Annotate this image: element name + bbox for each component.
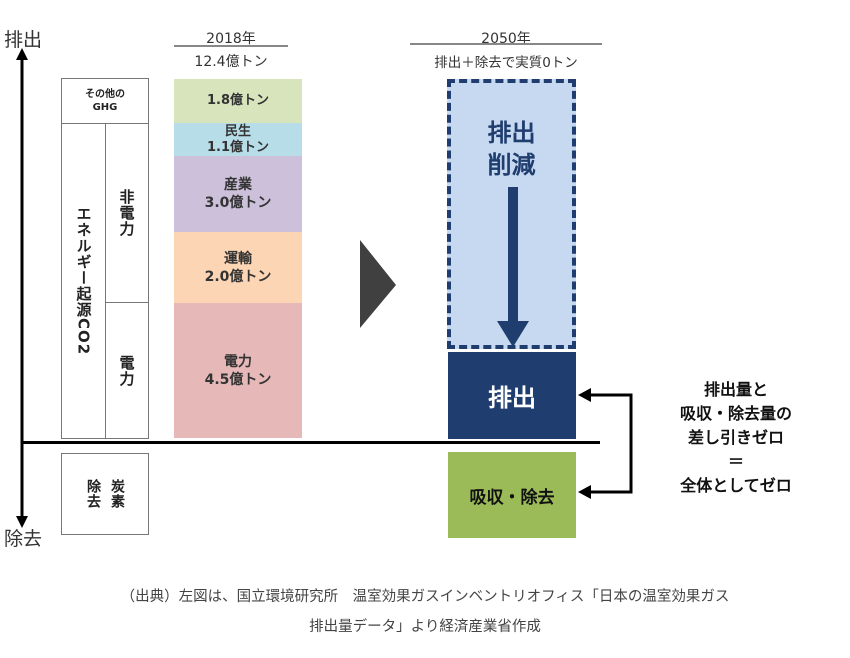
explanation-line: 排出量と (703, 380, 768, 399)
segment-name-label: 産業 (224, 177, 252, 193)
other-ghg-box: その他の GHG (61, 78, 149, 124)
reduction-label-2: 削減 (487, 151, 536, 179)
vertical-axis-arrow (16, 48, 28, 528)
axis-label-emission: 排出 (4, 29, 43, 51)
reduction-label-1: 排出 (487, 119, 536, 147)
segment-value-label: 4.5億トン (204, 371, 272, 388)
segment-value-label: 2.0億トン (204, 268, 272, 285)
header-divider (410, 43, 602, 45)
segment-power: 電力 4.5億トン (174, 303, 302, 438)
transition-arrow-icon (360, 240, 396, 328)
year-2050-label: 2050年 (481, 31, 531, 47)
segment-value-label: 1.8億トン (206, 93, 270, 108)
header-divider (174, 45, 288, 47)
segment-value-label: 1.1億トン (206, 139, 270, 155)
segment-other-ghg: 1.8億トン (174, 79, 302, 123)
explanation-line: ＝ (727, 452, 744, 471)
removal-box: 吸収・除去 (448, 452, 576, 538)
emission-label: 排出 (488, 384, 536, 412)
emission-box: 排出 (448, 352, 576, 439)
bracket-arrow-icon (578, 388, 633, 499)
removal-label: 吸収・除去 (469, 487, 555, 508)
segment-residential: 民生 1.1億トン (174, 123, 302, 156)
other-ghg-label-2: GHG (92, 102, 118, 113)
carbon-removal-label-2: 除去 (85, 479, 101, 509)
down-arrow-icon (497, 187, 529, 347)
segment-name-label: 運輸 (224, 250, 252, 267)
carbon-removal-label-1: 炭素 (109, 479, 125, 509)
power-label: 電力 (117, 354, 136, 387)
caption-line: 排出量データ」より経済産業省作成 (309, 619, 541, 635)
segment-name-label: 電力 (224, 353, 252, 370)
explanation-line: 差し引きゼロ (687, 428, 784, 447)
segment-industry: 産業 3.0億トン (174, 156, 302, 232)
segment-name-label: 民生 (224, 123, 251, 139)
energy-co2-box: エネルギー起源CO2 (61, 123, 107, 439)
zero-baseline (22, 441, 600, 444)
segment-transport: 運輸 2.0億トン (174, 232, 302, 303)
non-power-box: 非電力 (105, 123, 149, 303)
power-box: 電力 (105, 302, 149, 439)
explanation-line: 全体としてゼロ (680, 476, 792, 495)
source-caption: （出典）左図は、国立環境研究所 温室効果ガスインベントリオフィス「日本の温室効果… (0, 582, 850, 642)
total-2018-label: 12.4億トン (194, 54, 268, 70)
energy-co2-label: エネルギー起源CO2 (74, 206, 93, 356)
axis-label-removal: 除去 (4, 528, 43, 550)
non-power-label: 非電力 (117, 189, 136, 237)
net-zero-explanation: 排出量と 吸収・除去量の 差し引きゼロ ＝ 全体としてゼロ (652, 378, 820, 498)
year-2018-label: 2018年 (206, 31, 256, 47)
caption-line: （出典）左図は、国立環境研究所 温室効果ガスインベントリオフィス「日本の温室効果… (120, 589, 730, 605)
net-zero-subtitle: 排出＋除去で実質0トン (434, 55, 578, 71)
carbon-removal-box: 除去 炭素 (61, 453, 149, 535)
other-ghg-label-1: その他の (85, 89, 125, 100)
emission-reduction-box: 排出 削減 (447, 79, 576, 349)
explanation-line: 吸収・除去量の (679, 404, 792, 423)
segment-value-label: 3.0億トン (204, 195, 272, 211)
